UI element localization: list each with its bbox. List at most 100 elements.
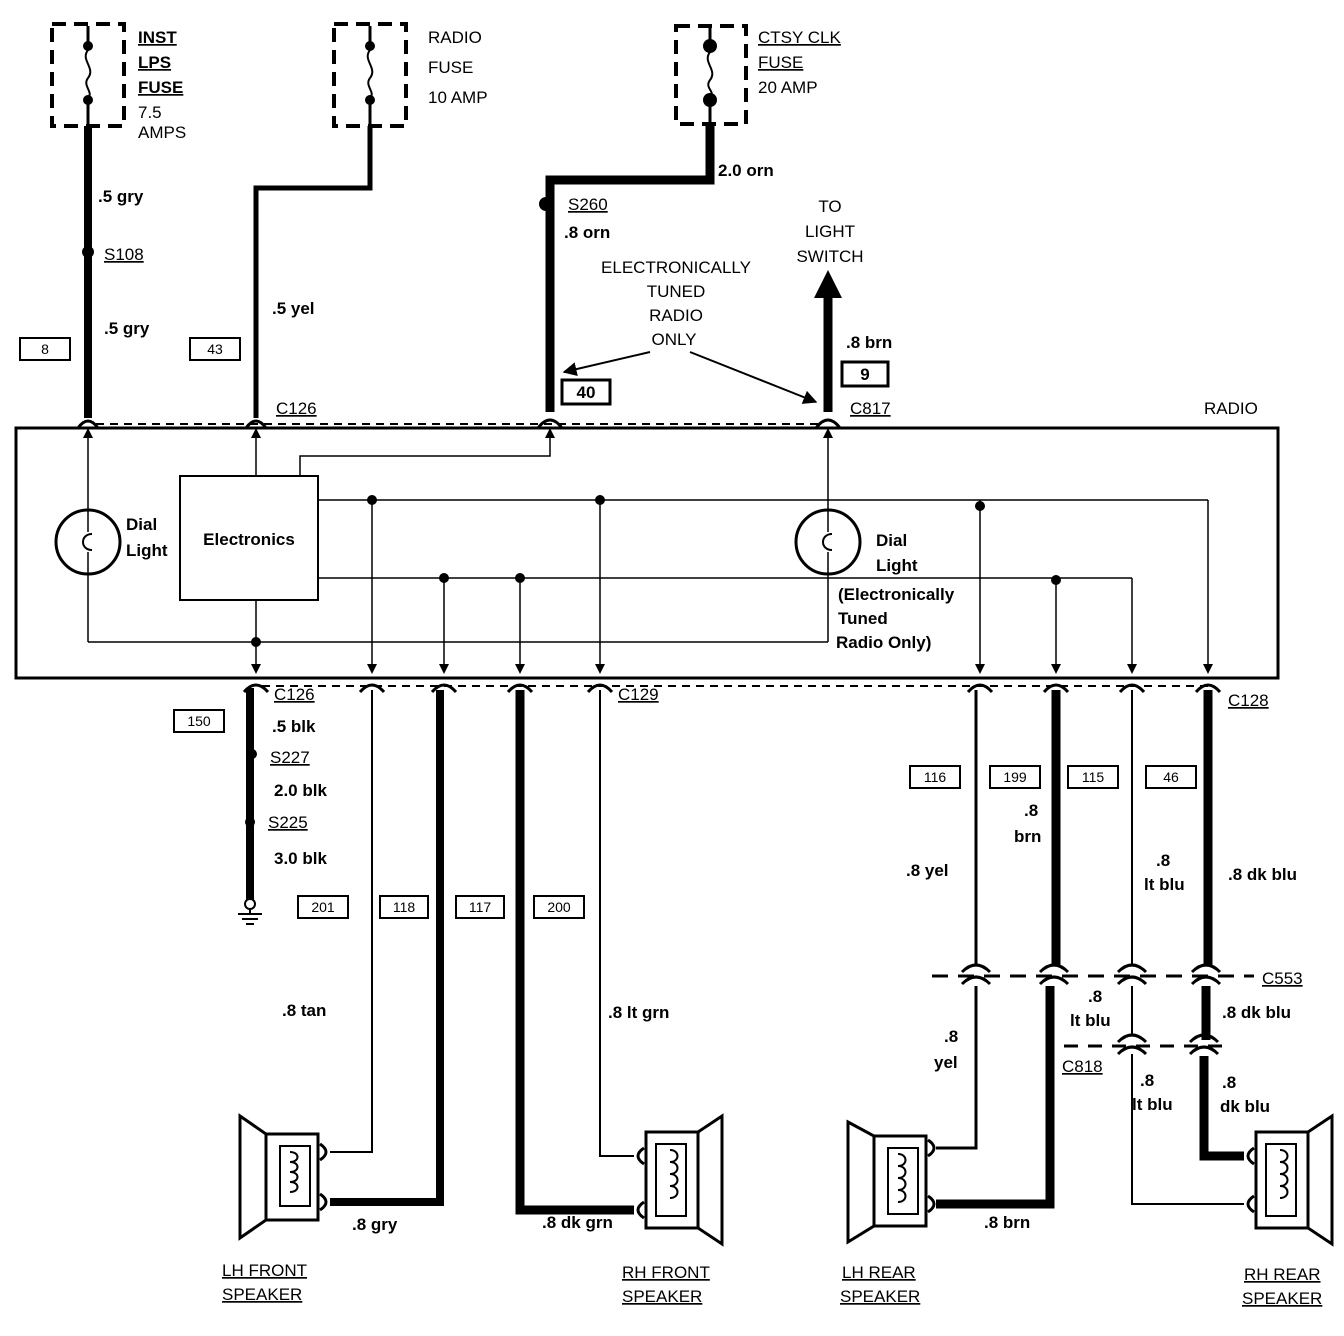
dial-right-label-1: Dial xyxy=(876,531,907,550)
svg-text:9: 9 xyxy=(860,365,869,384)
wire-blk-05: .5 blk xyxy=(272,717,316,736)
svg-text:199: 199 xyxy=(1003,769,1027,785)
circuit-box-116: 116 xyxy=(909,765,961,789)
wire-dk-blu-c1: .8 xyxy=(1222,1073,1236,1092)
front-speaker-wires xyxy=(330,690,634,1215)
inst-fuse-label-5: AMPS xyxy=(138,123,186,142)
dial-light-left-icon xyxy=(54,508,122,576)
radio-title: RADIO xyxy=(1204,399,1258,418)
lh-rear-speaker-icon xyxy=(846,1119,936,1245)
connector-c126-top xyxy=(76,418,842,429)
wire-lt-blu-b1: .8 xyxy=(1088,987,1102,1006)
rh-front-label-1: RH FRONT xyxy=(622,1263,710,1282)
svg-text:40: 40 xyxy=(577,383,596,402)
circuit-box-201: 201 xyxy=(297,895,349,919)
wire-yel: .5 yel xyxy=(272,299,315,318)
splice-s227-label: S227 xyxy=(270,748,310,767)
etr-note-1: ELECTRONICALLY xyxy=(601,258,751,277)
rh-rear-speaker-icon xyxy=(1246,1113,1334,1247)
svg-text:200: 200 xyxy=(547,899,571,915)
svg-text:115: 115 xyxy=(1082,769,1105,785)
circuit-box-199: 199 xyxy=(989,765,1041,789)
splice-s225-label: S225 xyxy=(268,813,308,832)
up-arrow-icon xyxy=(814,270,842,298)
svg-text:46: 46 xyxy=(1163,769,1179,785)
wire-gry-upper: .5 gry xyxy=(98,187,144,206)
wire-tan: .8 tan xyxy=(282,1001,326,1020)
connector-c553 xyxy=(960,963,1222,986)
wire-lt-blu-b2: lt blu xyxy=(1070,1011,1111,1030)
splice-s108 xyxy=(82,246,94,258)
lh-front-label-2: SPEAKER xyxy=(222,1285,302,1304)
wire-dk-grn: .8 dk grn xyxy=(542,1213,613,1232)
electronics-label: Electronics xyxy=(203,530,295,549)
wire-lt-blu-a2: lt blu xyxy=(1144,875,1185,894)
etr-note-2: TUNED xyxy=(647,282,706,301)
wire-blk-20: 2.0 blk xyxy=(274,781,327,800)
radio-housing xyxy=(14,426,1280,680)
circuit-box-150: 150 xyxy=(173,709,225,733)
lh-front-speaker-icon xyxy=(238,1113,328,1241)
circuit-box-200: 200 xyxy=(533,895,585,919)
ctsy-fuse-label-3: 20 AMP xyxy=(758,78,818,97)
inst-lps-fuse xyxy=(50,22,126,128)
splice-s108-label: S108 xyxy=(104,245,144,264)
inst-fuse-label-2: LPS xyxy=(138,53,171,72)
dial-right-label-2: Light xyxy=(876,556,918,575)
wire-brn-08: .8 brn xyxy=(846,333,892,352)
wire-lt-blu-c1: .8 xyxy=(1140,1071,1154,1090)
wire-brn-bottom: .8 brn xyxy=(984,1213,1030,1232)
wire-lt-blu-a1: .8 xyxy=(1156,851,1170,870)
dial-right-label-5: Radio Only) xyxy=(836,633,931,652)
svg-text:8: 8 xyxy=(41,341,49,357)
internal-junctions xyxy=(251,495,1061,647)
to-light-switch-1: TO xyxy=(818,197,841,216)
etr-note-3: RADIO xyxy=(649,306,703,325)
rh-rear-label-2: SPEAKER xyxy=(1242,1289,1322,1308)
top-wires xyxy=(84,124,833,418)
c126-bottom-label: C126 xyxy=(274,685,315,704)
rear-speaker-wires xyxy=(936,690,1244,1209)
circuit-box-115: 115 xyxy=(1067,765,1119,789)
circuit-box-118: 118 xyxy=(379,895,429,919)
ground-wire xyxy=(238,688,262,925)
c817-label: C817 xyxy=(850,399,891,418)
connector-c818 xyxy=(1116,1033,1220,1056)
radio-fuse-label-3: 10 AMP xyxy=(428,88,488,107)
rh-rear-label-1: RH REAR xyxy=(1244,1265,1321,1284)
to-light-switch-3: SWITCH xyxy=(796,247,863,266)
inst-fuse-label-1: INST xyxy=(138,28,177,47)
dial-light-right-icon xyxy=(794,508,862,576)
svg-text:150: 150 xyxy=(187,713,211,729)
c129-label: C129 xyxy=(618,685,659,704)
wire-dk-blu-c2: dk blu xyxy=(1220,1097,1270,1116)
etr-note-4: ONLY xyxy=(651,330,696,349)
ctsy-clk-fuse xyxy=(674,24,748,126)
wire-lt-grn: .8 lt grn xyxy=(608,1003,669,1022)
lh-front-label-1: LH FRONT xyxy=(222,1261,307,1280)
lh-rear-label-1: LH REAR xyxy=(842,1263,916,1282)
radio-fuse-label-1: RADIO xyxy=(428,28,482,47)
wire-orn-08: .8 orn xyxy=(564,223,610,242)
svg-text:201: 201 xyxy=(311,899,335,915)
inst-fuse-label-4: 7.5 xyxy=(138,103,162,122)
wire-yel-b1: .8 xyxy=(944,1027,958,1046)
circuit-box-40: 40 xyxy=(560,378,612,406)
svg-text:116: 116 xyxy=(924,769,947,785)
wire-yel-b2: yel xyxy=(934,1053,958,1072)
internal-arrowheads xyxy=(83,428,1213,674)
wire-gry-08: .8 gry xyxy=(352,1215,398,1234)
wire-dk-blu-b: .8 dk blu xyxy=(1222,1003,1291,1022)
to-light-switch-2: LIGHT xyxy=(805,222,855,241)
circuit-box-43: 43 xyxy=(189,337,241,361)
wire-yel-08: .8 yel xyxy=(906,861,949,880)
inst-fuse-label-3: FUSE xyxy=(138,78,183,97)
splice-s260-label: S260 xyxy=(568,195,608,214)
svg-text:43: 43 xyxy=(207,341,223,357)
circuit-box-46: 46 xyxy=(1145,765,1197,789)
lh-rear-label-2: SPEAKER xyxy=(840,1287,920,1306)
wire-brn-a2: brn xyxy=(1014,827,1041,846)
wire-blk-30: 3.0 blk xyxy=(274,849,327,868)
note-arrow-left xyxy=(562,351,651,376)
